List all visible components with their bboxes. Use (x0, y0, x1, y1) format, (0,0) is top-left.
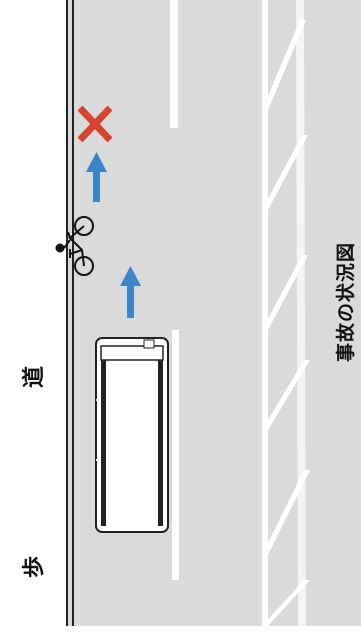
road-edge-line (262, 0, 268, 626)
direction-arrow-vehicle (120, 266, 141, 318)
road-edge (0, 626, 361, 638)
direction-arrow-bicycle (86, 152, 107, 202)
zebra-hatching (262, 0, 310, 626)
diagram-title: 事故の状況図 (335, 242, 357, 363)
bus-icon (95, 337, 169, 533)
curb-line-outer (72, 0, 74, 626)
center-lane-line (170, 0, 179, 580)
bicycle-icon (55, 216, 94, 276)
sidewalk: 歩 道 (0, 0, 66, 638)
collision-mark (77, 105, 113, 143)
curb-line-inner (66, 0, 68, 626)
